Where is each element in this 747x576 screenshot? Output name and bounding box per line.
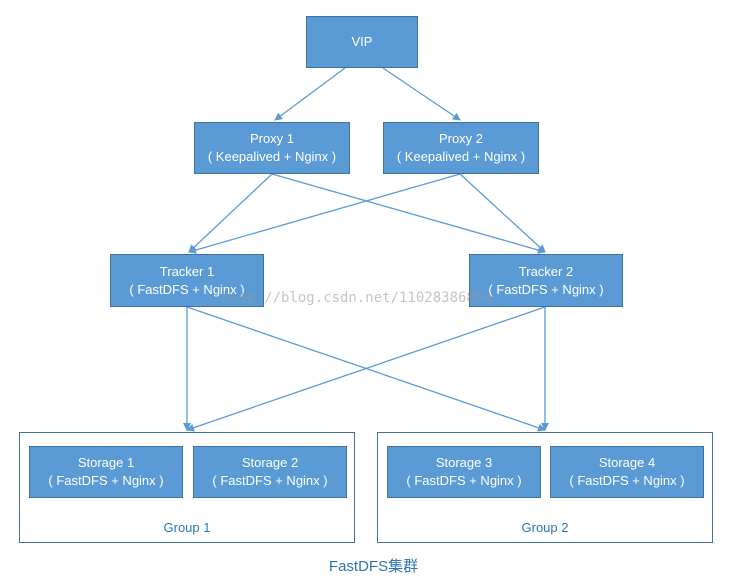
storage4-subtitle: ( FastDFS + Nginx ) bbox=[569, 473, 685, 488]
storage4-node: Storage 4 ( FastDFS + Nginx ) bbox=[550, 446, 704, 498]
storage2-node: Storage 2 ( FastDFS + Nginx ) bbox=[193, 446, 347, 498]
proxy1-subtitle: ( Keepalived + Nginx ) bbox=[207, 149, 337, 164]
storage2-title: Storage 2 bbox=[241, 455, 299, 470]
proxy2-subtitle: ( Keepalived + Nginx ) bbox=[396, 149, 526, 164]
vip-label: VIP bbox=[351, 34, 373, 49]
storage3-node: Storage 3 ( FastDFS + Nginx ) bbox=[387, 446, 541, 498]
storage1-subtitle: ( FastDFS + Nginx ) bbox=[48, 473, 164, 488]
proxy2-node: Proxy 2 ( Keepalived + Nginx ) bbox=[383, 122, 539, 174]
vip-node: VIP bbox=[306, 16, 418, 68]
edge-tracker2-group1 bbox=[186, 306, 546, 432]
storage1-node: Storage 1 ( FastDFS + Nginx ) bbox=[29, 446, 183, 498]
edge-vip-proxy1 bbox=[274, 67, 346, 121]
tracker1-subtitle: ( FastDFS + Nginx ) bbox=[129, 281, 245, 297]
tracker1-node: Tracker 1 ( FastDFS + Nginx ) bbox=[110, 254, 264, 307]
diagram-caption: FastDFS集群 bbox=[328, 558, 419, 575]
watermark-text: http://blog.csdn.net/11028386804 bbox=[222, 290, 492, 306]
tracker2-subtitle: ( FastDFS + Nginx ) bbox=[488, 281, 604, 297]
edge-proxy2-tracker1 bbox=[188, 173, 461, 254]
proxy1-title: Proxy 1 bbox=[249, 131, 295, 146]
storage2-subtitle: ( FastDFS + Nginx ) bbox=[212, 473, 328, 488]
edge-proxy1-tracker1 bbox=[188, 173, 273, 253]
storage3-subtitle: ( FastDFS + Nginx ) bbox=[406, 473, 522, 488]
edge-proxy1-tracker2 bbox=[271, 173, 546, 254]
storage1-title: Storage 1 bbox=[77, 455, 135, 470]
storage4-title: Storage 4 bbox=[598, 455, 656, 470]
edge-proxy2-tracker2 bbox=[459, 173, 546, 253]
proxy1-node: Proxy 1 ( Keepalived + Nginx ) bbox=[194, 122, 350, 174]
storage3-title: Storage 3 bbox=[435, 455, 493, 470]
tracker2-title: Tracker 2 bbox=[518, 263, 574, 279]
group2-label: Group 2 bbox=[521, 520, 569, 535]
group1-label: Group 1 bbox=[163, 520, 211, 535]
proxy2-title: Proxy 2 bbox=[438, 131, 484, 146]
tracker1-title: Tracker 1 bbox=[159, 263, 215, 279]
edge-vip-proxy2 bbox=[382, 67, 461, 121]
tracker2-node: Tracker 2 ( FastDFS + Nginx ) bbox=[469, 254, 623, 307]
